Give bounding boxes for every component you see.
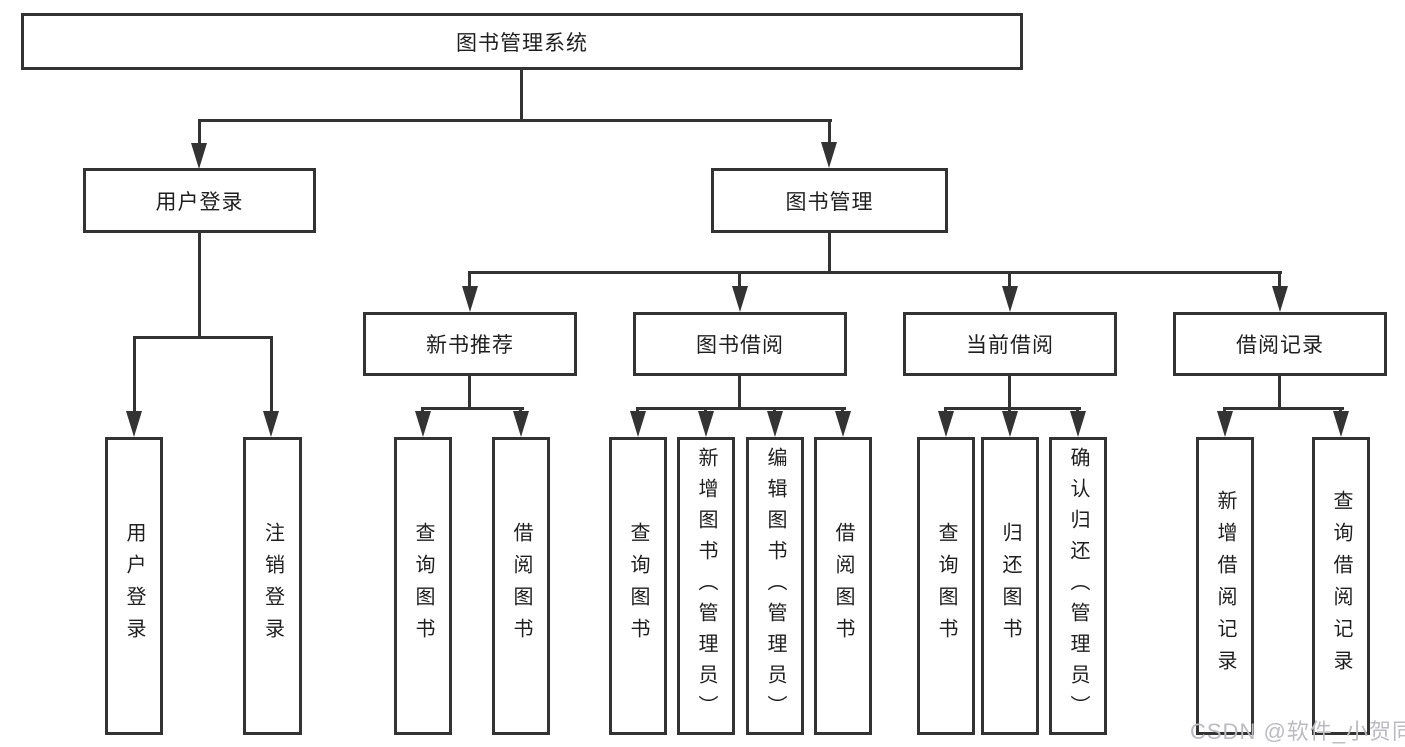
leaf-label: 注销登录: [261, 522, 284, 650]
arrow-down-icon: [1333, 411, 1349, 437]
connector-line: [636, 407, 846, 410]
arrow-down-icon: [1070, 411, 1086, 437]
connector-line: [1278, 271, 1281, 288]
node-root-library-management-system: 图书管理系统: [21, 13, 1023, 70]
connector-line: [421, 407, 524, 410]
connector-line: [1008, 376, 1011, 407]
node-label: 图书管理: [785, 190, 874, 214]
arrow-down-icon: [462, 286, 478, 312]
arrow-down-icon: [698, 411, 714, 437]
node-label: 用户登录: [155, 190, 244, 214]
arrow-down-icon: [415, 411, 431, 437]
connector-line: [1278, 376, 1281, 407]
arrow-down-icon: [263, 411, 279, 437]
node-user-login: 用户登录: [83, 168, 316, 233]
connector-line: [198, 119, 201, 147]
node-label: 图书管理系统: [456, 31, 588, 55]
node-current-borrowing: 当前借阅: [903, 312, 1117, 376]
connector-line: [468, 376, 471, 407]
arrow-down-icon: [1217, 411, 1233, 437]
csdn-watermark: CSDN @软件_小贺同学: [1190, 719, 1405, 744]
node-label: 新书推荐: [426, 334, 514, 357]
leaf-label: 查询图书: [412, 522, 434, 650]
leaf-query-books-current: 查询图书: [917, 437, 975, 735]
connector-line: [944, 407, 1081, 410]
arrow-down-icon: [1272, 286, 1288, 312]
connector-line: [828, 233, 831, 271]
node-borrowing-records: 借阅记录: [1173, 312, 1387, 376]
arrow-down-icon: [1002, 411, 1018, 437]
leaf-borrow-books: 借阅图书: [814, 437, 872, 735]
connector-line: [738, 271, 741, 288]
leaf-add-books-admin: 新增图书（管理员）: [677, 437, 735, 735]
leaf-query-books-borrowing: 查询图书: [609, 437, 667, 735]
leaf-user-login: 用户登录: [105, 437, 163, 735]
connector-line: [198, 119, 832, 122]
arrow-down-icon: [767, 411, 783, 437]
arrow-down-icon: [821, 142, 837, 168]
leaf-label: 借阅图书: [510, 522, 532, 650]
leaf-label: 借阅图书: [832, 522, 854, 650]
leaf-label: 查询图书: [627, 522, 649, 650]
node-label: 借阅记录: [1236, 334, 1324, 357]
connector-line: [468, 271, 471, 288]
leaf-label: 新增图书（管理员）: [695, 446, 717, 726]
leaf-confirm-return-admin: 确认归还（管理员）: [1049, 437, 1107, 735]
connector-line: [133, 336, 136, 413]
connector-line: [133, 336, 273, 339]
arrow-down-icon: [938, 411, 954, 437]
arrow-down-icon: [191, 143, 207, 169]
arrow-down-icon: [630, 411, 646, 437]
arrow-down-icon: [513, 411, 529, 437]
connector-line: [738, 376, 741, 407]
leaf-label: 归还图书: [999, 522, 1021, 650]
leaf-edit-books-admin: 编辑图书（管理员）: [746, 437, 804, 735]
arrow-down-icon: [732, 286, 748, 312]
leaf-label: 新增借阅记录: [1214, 490, 1236, 682]
node-book-management: 图书管理: [711, 168, 948, 233]
leaf-label: 确认归还（管理员）: [1067, 446, 1089, 726]
leaf-borrow-books-recommend: 借阅图书: [492, 437, 550, 735]
leaf-label: 编辑图书（管理员）: [764, 446, 786, 726]
connector-line: [1008, 271, 1011, 288]
leaf-label: 查询借阅记录: [1330, 490, 1352, 682]
connector-line: [198, 233, 201, 336]
leaf-query-books-recommend: 查询图书: [394, 437, 452, 735]
connector-line: [828, 119, 831, 147]
leaf-label: 查询图书: [935, 522, 957, 650]
leaf-query-borrow-record: 查询借阅记录: [1312, 437, 1370, 735]
arrow-down-icon: [1002, 286, 1018, 312]
node-label: 当前借阅: [966, 334, 1054, 357]
arrow-down-icon: [126, 411, 142, 437]
connector-line: [270, 336, 273, 413]
node-book-borrowing: 图书借阅: [633, 312, 847, 376]
connector-line: [520, 69, 523, 120]
leaf-return-books: 归还图书: [981, 437, 1039, 735]
arrow-down-icon: [835, 411, 851, 437]
leaf-logout: 注销登录: [243, 437, 302, 735]
node-new-book-recommendation: 新书推荐: [363, 312, 577, 376]
leaf-add-borrow-record: 新增借阅记录: [1196, 437, 1254, 735]
leaf-label: 用户登录: [123, 522, 145, 650]
node-label: 图书借阅: [696, 334, 784, 357]
connector-line: [468, 271, 1282, 274]
connector-line: [1223, 407, 1344, 410]
